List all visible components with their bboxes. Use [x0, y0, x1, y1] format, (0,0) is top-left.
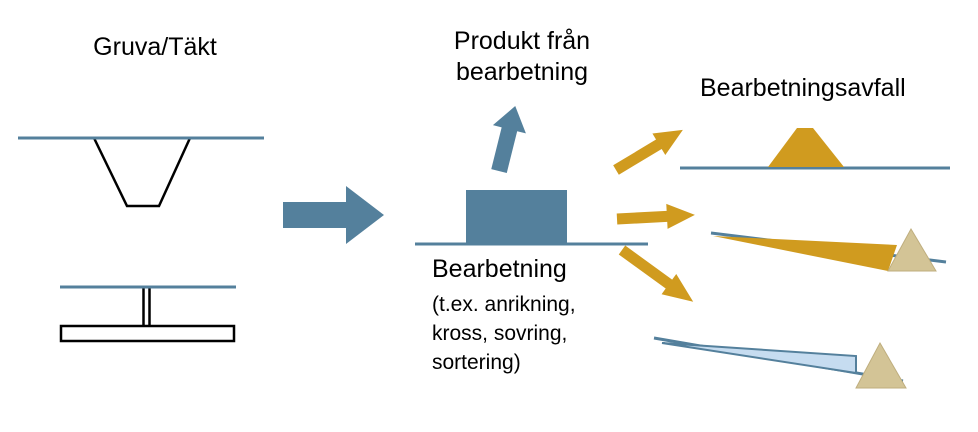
product-arrow-shape: [491, 106, 526, 173]
waste-label: Bearbetningsavfall: [700, 74, 906, 102]
waste-arrow-bottom-icon: [618, 245, 694, 302]
waste-arrow-top-shape: [613, 129, 683, 175]
product-label-line2: bearbetning: [455, 58, 589, 86]
mine-label: Gruva/Täkt: [93, 33, 217, 61]
processing-detail-line3: sortering): [432, 351, 521, 374]
open-pit-mine-icon: [92, 137, 192, 208]
waste-dam-bottom-icon: [855, 341, 907, 389]
waste-dam-middle-icon: [887, 227, 937, 272]
waste-arrow-bottom-shape: [618, 245, 694, 302]
processing-plant-icon: [466, 190, 567, 243]
waste-arrow-top-icon: [613, 129, 683, 175]
product-label-line1: Produkt från: [453, 27, 591, 55]
waste-arrow-middle-icon: [616, 203, 695, 229]
waste-rock-pile-icon: [768, 128, 844, 167]
mine-shaft-icon: [142, 288, 151, 327]
flow-right-arrow-icon: [283, 186, 384, 244]
product-arrow-icon: [491, 106, 526, 173]
processing-title: Bearbetning: [432, 255, 567, 283]
processing-detail-line2: kross, sovring,: [432, 322, 568, 345]
waste-rock-wedge-icon: [713, 236, 897, 271]
mine-tunnel-icon: [59, 324, 236, 343]
processing-label: Bearbetning (t.ex. anrikning, kross, sov…: [432, 255, 576, 377]
tailings-pond-icon: [661, 342, 857, 375]
product-label: Produkt från bearbetning: [412, 26, 632, 88]
waste-arrow-middle-shape: [616, 203, 695, 229]
processing-detail-line1: (t.ex. anrikning,: [432, 293, 576, 316]
